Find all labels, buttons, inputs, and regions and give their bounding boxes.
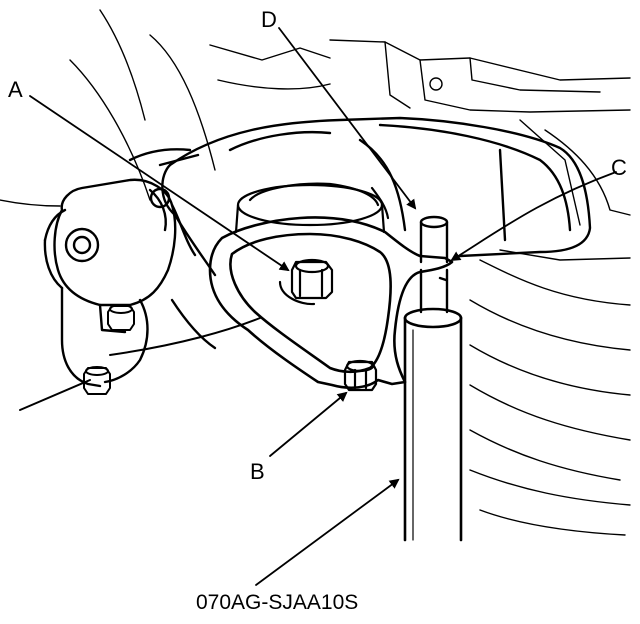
mount-bracket-plate xyxy=(208,216,454,390)
callout-d: D xyxy=(261,7,277,32)
special-tool-bar xyxy=(403,307,463,542)
leader-d xyxy=(278,27,417,210)
leader-c xyxy=(450,171,617,262)
callout-a: A xyxy=(8,77,23,102)
left-bracket-bolts xyxy=(83,304,135,395)
leader-lines xyxy=(29,27,617,586)
leader-tool xyxy=(255,478,400,586)
tool-part-number: 070AG-SJAA10S xyxy=(196,591,359,614)
leader-b xyxy=(269,391,348,457)
special-tool-shaft xyxy=(419,215,449,314)
lower-bolt xyxy=(343,359,378,392)
callout-c: C xyxy=(611,155,627,180)
chassis-background xyxy=(0,9,631,536)
leader-a xyxy=(29,95,290,272)
left-mount-bracket xyxy=(43,148,217,388)
callout-b: B xyxy=(250,459,265,484)
mount-cylinder xyxy=(234,182,390,234)
lower-arm xyxy=(19,317,261,411)
center-bolt xyxy=(278,258,334,306)
